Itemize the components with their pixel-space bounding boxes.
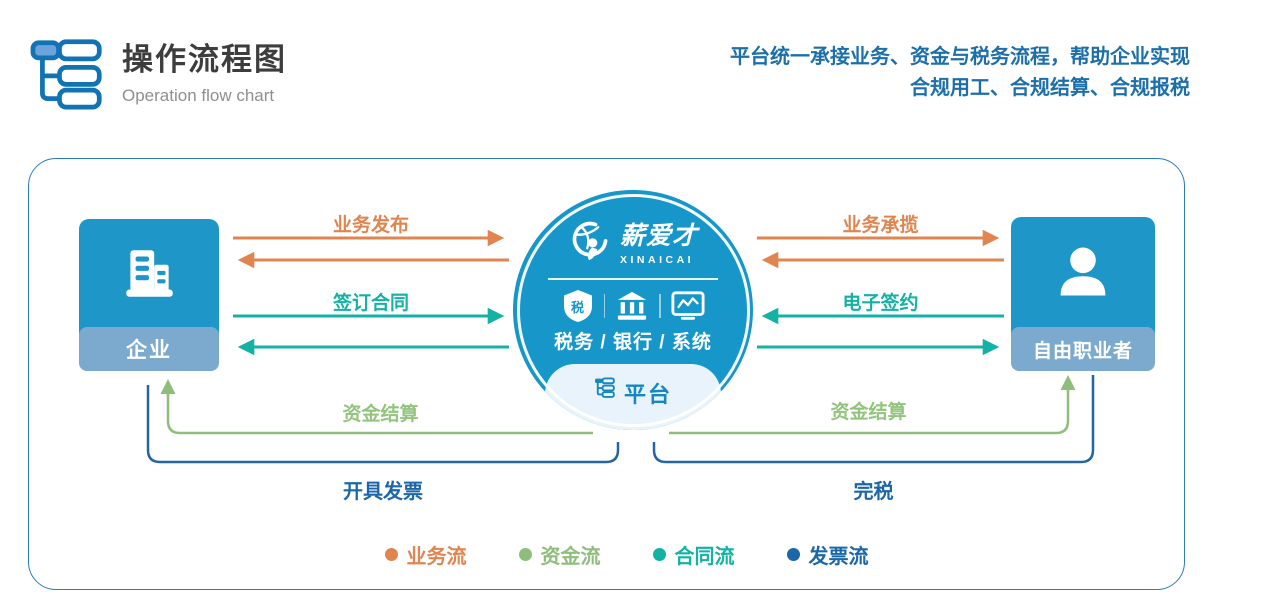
flow-label-sign-contract: 签订合同 [332, 293, 409, 314]
freelancer-box: 自由职业者 [1011, 217, 1155, 371]
legend-dot-business [384, 548, 398, 561]
flow-label-tax: 完税 [853, 481, 894, 503]
flow-label-business-publish: 业务发布 [332, 215, 409, 236]
freelancer-label: 自由职业者 [1011, 327, 1155, 371]
legend-item-funds: 资金流 [518, 540, 601, 569]
enterprise-box: 企业 [79, 219, 219, 371]
tagline-line2: 合规用工、合规结算、合规报税 [910, 77, 1190, 99]
system-monitor-icon [670, 291, 705, 320]
legend-dot-invoice [786, 548, 800, 561]
legend-label-business: 业务流 [406, 546, 467, 568]
services-label: 税务 / 银行 / 系统 [554, 332, 712, 353]
legend-dot-funds [518, 548, 532, 561]
flowchart-icon [30, 39, 102, 110]
brand-name-en: XINAICAI [619, 254, 695, 266]
brand-logo: 薪爱才 XINAICAI [513, 216, 753, 266]
flow-label-esign: 电子签约 [842, 293, 919, 314]
page-title: 操作流程图 [122, 42, 287, 77]
legend-label-funds: 资金流 [540, 546, 601, 568]
legend-item-business: 业务流 [384, 540, 467, 569]
enterprise-label: 企业 [79, 327, 219, 371]
legend-dot-contract [652, 548, 666, 561]
legend: 业务流 资金流 合同流 发票流 [384, 540, 869, 569]
legend-item-invoice: 发票流 [786, 540, 869, 569]
divider [548, 278, 718, 280]
flow-label-invoice: 开具发票 [343, 481, 423, 503]
flow-label-settlement-left: 资金结算 [342, 404, 419, 425]
building-icon [79, 219, 219, 327]
person-icon [1011, 217, 1155, 327]
icon-separator [659, 294, 661, 318]
diagram-board: 业务发布 签订合同 业务承揽 电子签约 资金结算 资金结算 开具发票 完税 [28, 158, 1185, 590]
tax-shield-char: 税 [570, 300, 584, 315]
platform-label: 平台 [623, 382, 672, 407]
legend-item-contract: 合同流 [652, 540, 735, 569]
brand-pin-icon [572, 221, 608, 261]
arrow-settlement-right [669, 375, 1076, 435]
arrow-settlement-left [160, 379, 593, 435]
platform-badge: 平台 [545, 364, 721, 430]
flowchart-icon-small [595, 377, 615, 398]
tax-shield-icon: 税 [562, 289, 594, 323]
bracket-invoice [146, 385, 620, 464]
flow-label-business-accept: 业务承揽 [842, 215, 919, 236]
legend-label-contract: 合同流 [674, 546, 735, 568]
tagline-line1: 平台统一承接业务、资金与税务流程，帮助企业实现 [730, 46, 1190, 68]
brand-name-cn: 薪爱才 [619, 222, 698, 250]
bank-icon [617, 291, 647, 320]
flow-arrows-layer [146, 229, 1095, 464]
tagline: 平台统一承接业务、资金与税务流程，帮助企业实现 合规用工、合规结算、合规报税 [730, 42, 1190, 104]
platform-hub-circle: 薪爱才 XINAICAI 税 [513, 190, 753, 430]
page-subtitle: Operation flow chart [122, 86, 275, 105]
icon-separator [603, 294, 605, 318]
bracket-tax [652, 375, 1095, 464]
legend-label-invoice: 发票流 [808, 546, 869, 568]
service-icons: 税 [513, 289, 753, 323]
flow-label-settlement-right: 资金结算 [830, 402, 907, 423]
